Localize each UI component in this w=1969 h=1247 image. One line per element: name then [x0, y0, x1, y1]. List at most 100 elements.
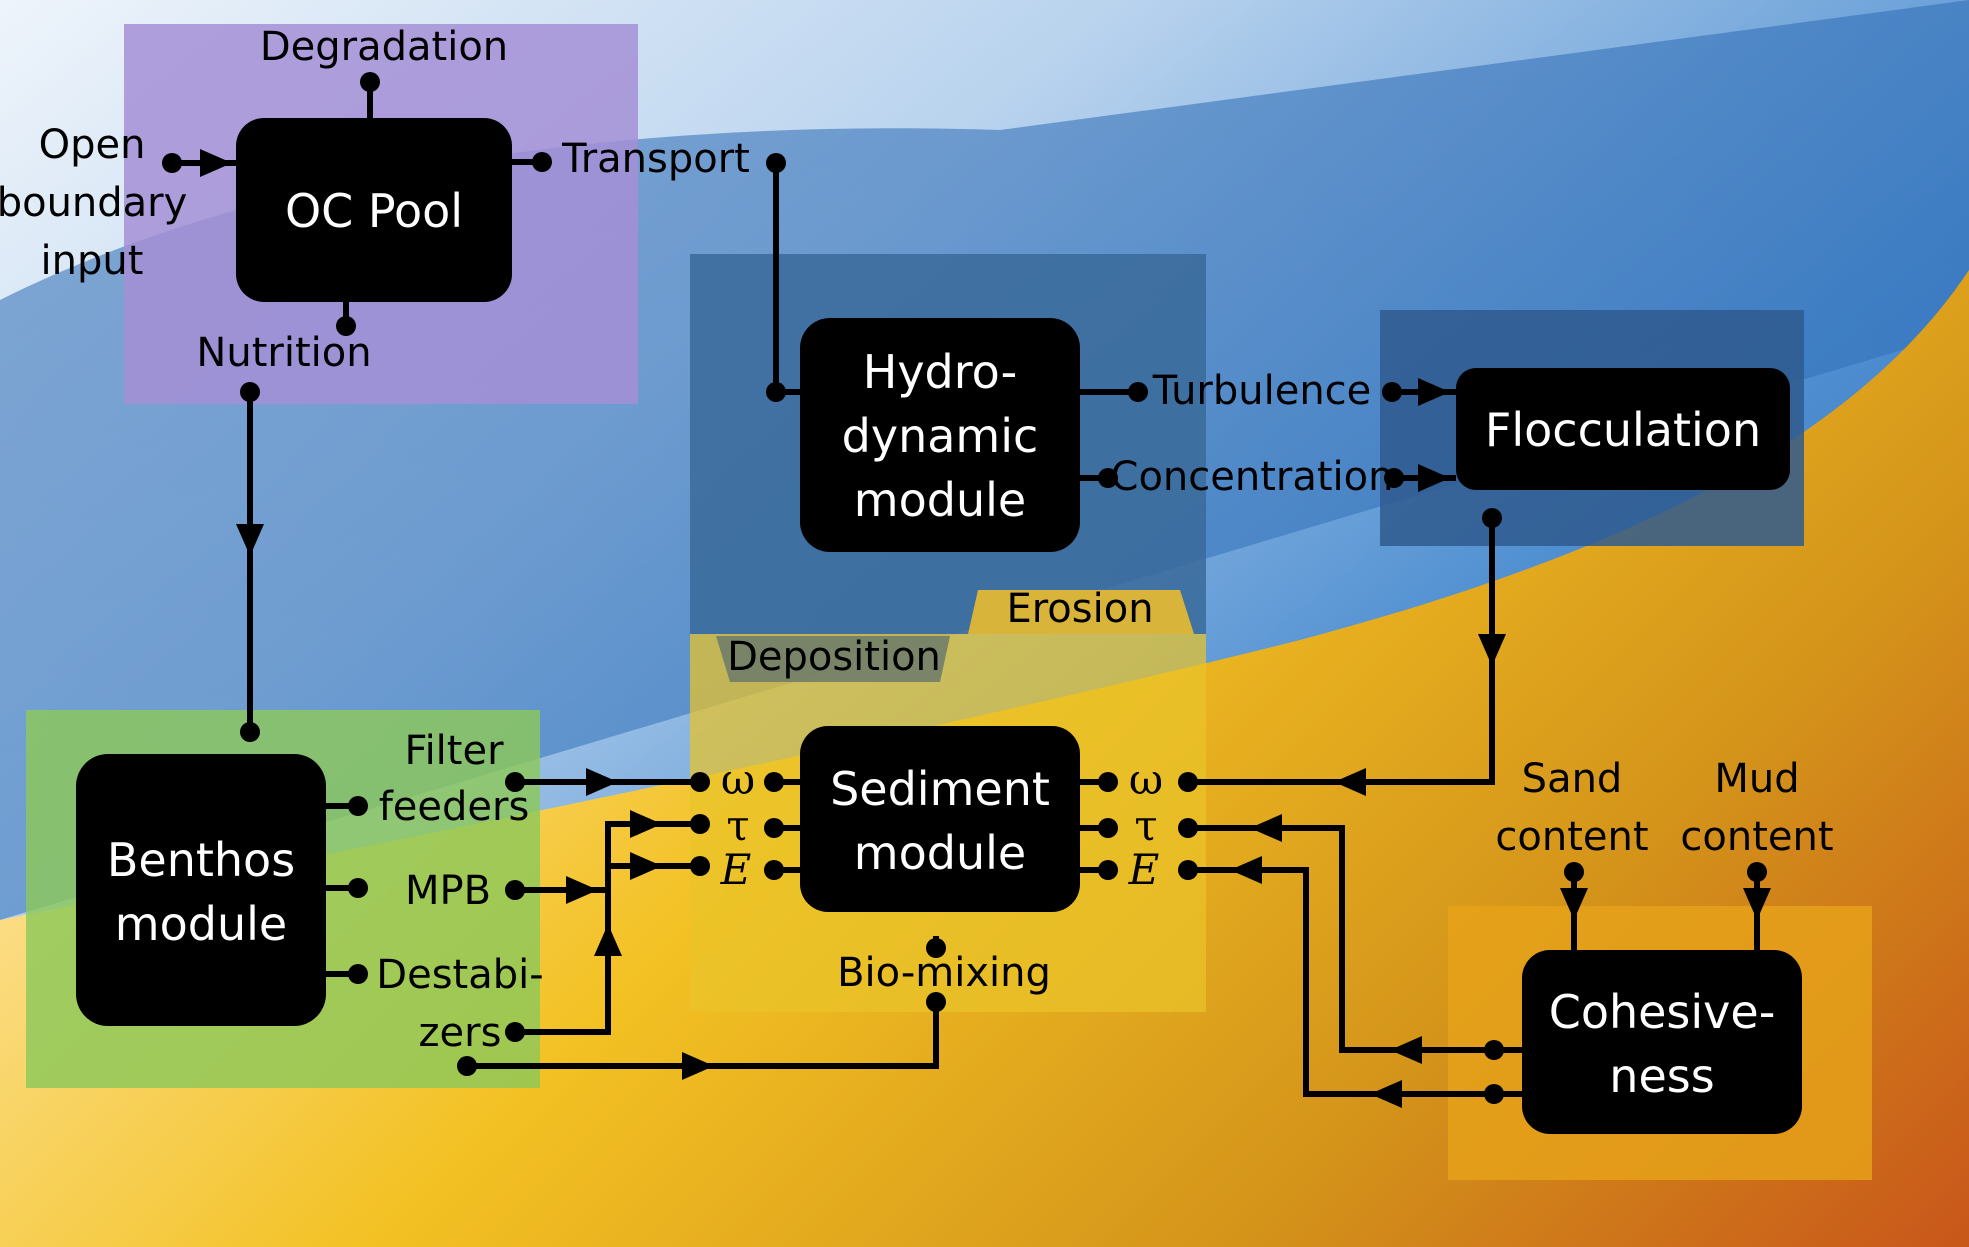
- hydro-title-line3: module: [854, 473, 1026, 527]
- arrowhead: [1560, 888, 1588, 920]
- dot: [1098, 818, 1118, 838]
- dot: [348, 964, 368, 984]
- benthos-title-line1: Benthos: [107, 833, 295, 887]
- arrowhead: [630, 852, 662, 880]
- dot: [240, 722, 260, 742]
- destabilizers-label-line1: Destabi-: [376, 952, 543, 998]
- arrowhead: [1230, 856, 1262, 884]
- port-right-tau: τ: [1134, 801, 1157, 850]
- erosion-label: Erosion: [1006, 586, 1153, 632]
- dot: [336, 316, 356, 336]
- hydrodynamic-module: [800, 318, 1080, 552]
- mud-content-label-line1: Mud: [1714, 756, 1799, 802]
- deposition-tab: [716, 636, 950, 682]
- dot: [766, 382, 786, 402]
- port-left-omega: ω: [721, 755, 755, 804]
- nutrition-label: Nutrition: [196, 330, 371, 376]
- flocculation-title: Flocculation: [1485, 403, 1761, 457]
- oc-pool-module: [236, 118, 512, 302]
- port-left-e: E: [720, 845, 752, 894]
- bio-mixing-label: Bio-mixing: [837, 950, 1051, 996]
- sediment-title-line2: module: [854, 826, 1026, 880]
- dot: [690, 814, 710, 834]
- filter-feeders-label-line2: feeders: [379, 784, 530, 830]
- dot: [1098, 772, 1118, 792]
- dot: [764, 860, 784, 880]
- dot: [926, 938, 946, 958]
- dot: [1482, 508, 1502, 528]
- dot: [1382, 382, 1402, 402]
- dot: [505, 772, 525, 792]
- arrowhead: [200, 149, 232, 177]
- dot: [1178, 860, 1198, 880]
- port-right-omega: ω: [1129, 755, 1163, 804]
- dot: [1564, 862, 1584, 882]
- arrowhead: [1250, 814, 1282, 842]
- mud-content-label-line2: content: [1680, 814, 1833, 860]
- connector-dots: [162, 72, 1767, 1104]
- arrowhead: [1478, 634, 1506, 666]
- dot: [1747, 862, 1767, 882]
- dot: [1384, 468, 1404, 488]
- sand-content-label-line2: content: [1495, 814, 1648, 860]
- port-right-e: E: [1128, 845, 1160, 894]
- arrowhead: [566, 876, 598, 904]
- dot: [1484, 1084, 1504, 1104]
- benthos-module: [76, 754, 326, 1026]
- arrowhead: [594, 924, 622, 956]
- filter-feeders-label-line1: Filter: [404, 728, 504, 774]
- dot: [690, 772, 710, 792]
- dot: [348, 878, 368, 898]
- arrowhead: [586, 768, 618, 796]
- dot: [240, 382, 260, 402]
- arrowhead: [682, 1052, 714, 1080]
- arrowheads: [200, 149, 1771, 1108]
- sand-content-label-line1: Sand: [1522, 756, 1623, 802]
- arrowhead: [630, 810, 662, 838]
- cohesiveness-module: [1522, 950, 1802, 1134]
- flocculation-module: [1456, 368, 1790, 490]
- open-boundary-label-line2: boundary: [0, 180, 187, 226]
- hydro-title-line2: dynamic: [842, 409, 1039, 463]
- dot: [1178, 818, 1198, 838]
- dot: [532, 152, 552, 172]
- dot: [1484, 1040, 1504, 1060]
- dot: [457, 1056, 477, 1076]
- open-boundary-label-line3: input: [41, 238, 144, 284]
- dot: [926, 992, 946, 1012]
- open-boundary-label-line1: Open: [39, 122, 146, 168]
- port-left-tau: τ: [726, 801, 749, 850]
- arrowhead: [1370, 1080, 1402, 1108]
- arrowhead: [1418, 464, 1450, 492]
- dot: [690, 856, 710, 876]
- transport-label: Transport: [561, 136, 750, 182]
- concentration-label: Concentration: [1111, 454, 1394, 500]
- arrowhead: [1334, 768, 1366, 796]
- destabilizers-label-line2: zers: [419, 1010, 502, 1056]
- cohesiveness-title-line2: ness: [1609, 1049, 1714, 1103]
- mpb-label: MPB: [405, 868, 491, 914]
- oc-pool-title: OC Pool: [285, 184, 463, 238]
- arrowhead: [1390, 1036, 1422, 1064]
- dot: [1128, 382, 1148, 402]
- dot: [764, 772, 784, 792]
- dot: [505, 880, 525, 900]
- arrowhead: [1418, 378, 1450, 406]
- turbulence-label: Turbulence: [1152, 368, 1372, 414]
- dot: [162, 153, 182, 173]
- dot: [766, 153, 786, 173]
- degradation-label: Degradation: [260, 24, 508, 70]
- sediment-title-line1: Sediment: [830, 762, 1050, 816]
- hydro-title-line1: Hydro-: [863, 345, 1018, 399]
- dot: [1098, 468, 1118, 488]
- dot: [348, 796, 368, 816]
- cohesiveness-title-line1: Cohesive-: [1549, 985, 1776, 1039]
- sediment-module: [800, 726, 1080, 912]
- arrowhead: [236, 524, 264, 556]
- benthos-title-line2: module: [115, 897, 287, 951]
- deposition-label: Deposition: [727, 634, 941, 680]
- wire-flocculation-omega: [1188, 518, 1495, 785]
- dot: [764, 818, 784, 838]
- dot: [360, 72, 380, 92]
